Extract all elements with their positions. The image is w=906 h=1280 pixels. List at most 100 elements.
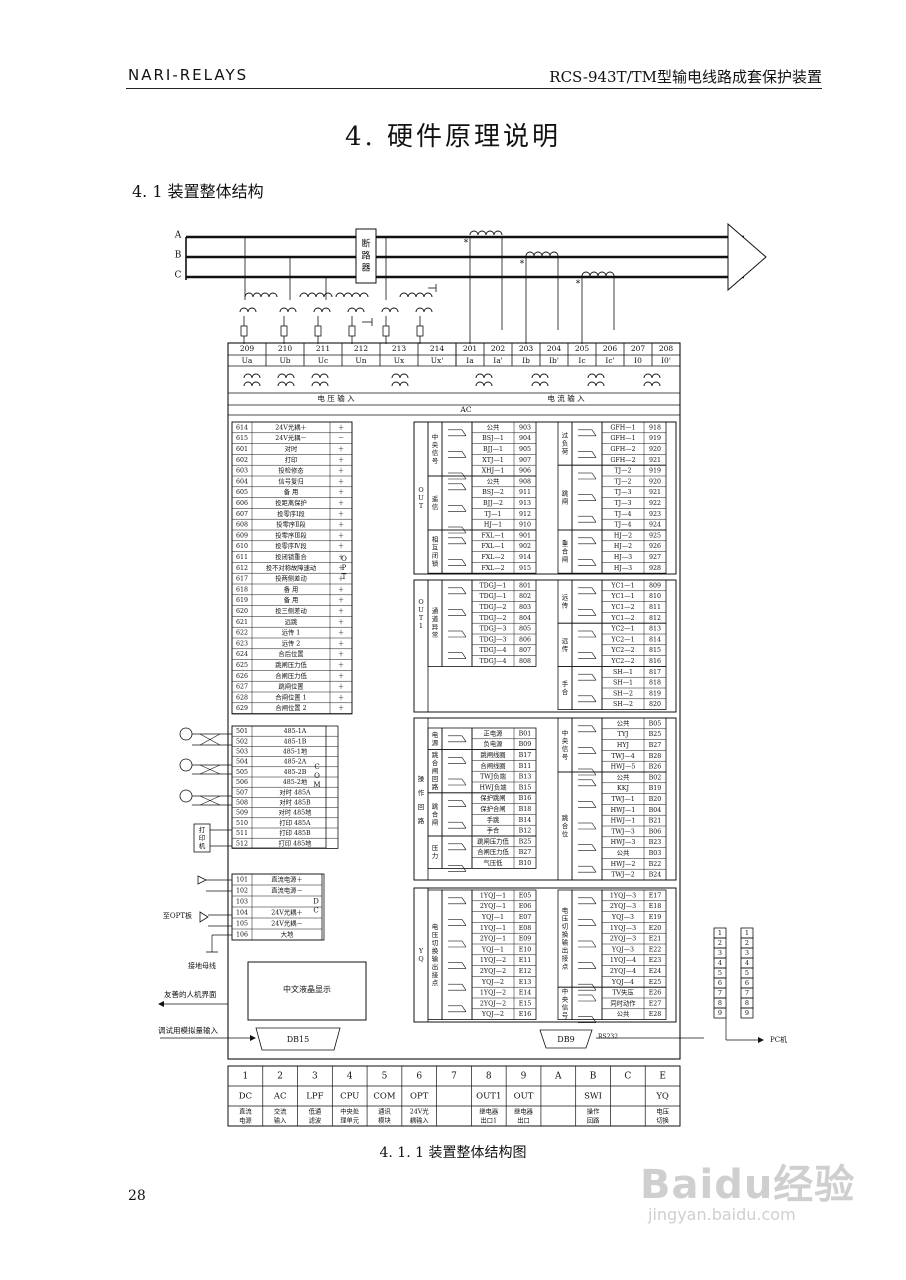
ac-vt xyxy=(277,373,295,379)
ct-coil xyxy=(541,251,559,257)
dc-label: C xyxy=(313,907,318,915)
opt-table-cell: 617 xyxy=(236,576,248,583)
vt-secondary xyxy=(313,307,331,313)
out-label: U xyxy=(418,494,424,502)
yq-left-group-label: 切 xyxy=(432,939,439,947)
out1-right-table-cell: YC2—2 xyxy=(610,647,634,654)
header-right: RCS-943T/TM型输电线路成套保护装置 xyxy=(549,68,822,86)
v-term-num: 213 xyxy=(392,344,407,353)
out1-left-contact xyxy=(461,609,467,616)
swi-left-contact xyxy=(461,735,467,742)
yq-right-group-label: 电 xyxy=(562,906,569,915)
opt-table-cell: ＋ xyxy=(338,564,344,572)
ac-vt xyxy=(391,381,409,387)
swi-right-table-cell: B24 xyxy=(649,872,662,879)
com-twist xyxy=(199,764,221,775)
swi-right-table-cell: 公共 xyxy=(617,718,630,727)
yq-right-table-cell: E23 xyxy=(649,957,662,964)
yq-right-group-label: 换 xyxy=(562,930,569,939)
dc-table-cell: 大地 xyxy=(281,930,294,939)
out-right-group-label: 闸 xyxy=(562,498,569,506)
swi-right-table-cell: B04 xyxy=(649,807,662,814)
out1-right-table-cell: YC2—1 xyxy=(610,636,634,643)
swi-left-table-cell: B27 xyxy=(519,849,532,856)
swi-left-contact xyxy=(461,778,467,786)
out-left-table-cell: BSJ—1 xyxy=(482,435,504,442)
i-term-num: 205 xyxy=(575,344,590,353)
yq-left-contact xyxy=(461,984,467,991)
db9-pin: 8 xyxy=(718,999,722,1007)
com-table-cell: 509 xyxy=(236,810,248,817)
ac-vt xyxy=(311,381,329,387)
opt-table-cell: ＋ xyxy=(338,618,344,626)
vt-coil xyxy=(299,292,317,298)
lcd-label: 中文液晶显示 xyxy=(283,984,331,994)
slot-number: 2 xyxy=(277,1072,283,1082)
out-right-table-cell: 921 xyxy=(649,457,661,464)
out-right-contact xyxy=(591,472,597,480)
out-label: T xyxy=(419,502,424,510)
out-right-contact xyxy=(591,494,597,501)
yq-right-group-label: 出 xyxy=(562,946,569,955)
slot-number: B xyxy=(590,1072,597,1082)
swi-left-table-cell: B16 xyxy=(519,795,532,802)
watermark-url: jingyan.baidu.com xyxy=(648,1205,796,1224)
yq-left-table-cell: YQJ—2 xyxy=(481,1011,504,1018)
com-table-cell: 504 xyxy=(236,759,248,766)
yq-left-table-cell: 2YQJ—1 xyxy=(480,936,506,943)
yq-right-contact xyxy=(591,994,597,1002)
swi-left-table-cell: HWJ负端 xyxy=(479,782,507,791)
swi-right-table-cell: B28 xyxy=(649,753,662,760)
out-right-contact xyxy=(591,559,597,566)
fuse-0 xyxy=(240,325,248,337)
dc-plug xyxy=(197,875,207,885)
slot-desc: 出口1 xyxy=(480,1116,497,1125)
yq-right-group-label: 点 xyxy=(562,963,569,971)
opt-table-cell: 627 xyxy=(236,684,248,691)
swi-right-contact xyxy=(591,822,597,830)
out-right-table-cell: 925 xyxy=(649,532,661,539)
yq-right-table-cell: E25 xyxy=(649,979,662,986)
yq-left-group-label: 电 xyxy=(432,922,439,931)
yq-left-table-cell: E10 xyxy=(519,946,532,953)
yq-right-table-cell: TV失压 xyxy=(612,988,634,997)
ac-ct xyxy=(643,373,661,379)
yq-right-table-cell: E28 xyxy=(649,1011,662,1018)
opt-table-cell: ＋ xyxy=(338,477,344,485)
opt-table-cell: 投两侧差动 xyxy=(275,574,306,583)
yq-left-table-cell: E11 xyxy=(519,957,532,964)
swi-left-table-cell: 手跳 xyxy=(487,815,500,824)
out-right-table-cell: GFH—1 xyxy=(610,424,635,431)
swi-label-box xyxy=(413,717,429,881)
com-label: O xyxy=(314,772,320,780)
swi-right-table-cell: TWJ—1 xyxy=(611,796,635,803)
fuse-5 xyxy=(416,325,424,337)
yq-left-group-label: 出 xyxy=(432,962,439,971)
slot-code: COM xyxy=(373,1092,395,1102)
yq-left-table-cell: YQJ—2 xyxy=(481,979,504,986)
opt-table-cell: 打印 xyxy=(285,455,298,464)
out-left-table-cell: 914 xyxy=(519,554,531,561)
slot-desc: 操作 xyxy=(587,1107,600,1116)
yq-left-table-cell: 1YQJ—1 xyxy=(480,892,506,899)
out-left-table-cell: 905 xyxy=(519,446,531,453)
swi-right-contact-box xyxy=(571,771,603,881)
ct-coil xyxy=(485,230,503,236)
slot-desc: 输入 xyxy=(274,1116,287,1125)
opt-table-cell: 合闸位置 2 xyxy=(275,703,306,712)
out-left-table-cell: XHJ—1 xyxy=(482,468,505,475)
yq-right-group-label: 信 xyxy=(562,1002,569,1011)
yq-left-table-cell: 1YQJ—2 xyxy=(480,957,506,964)
opt-table-cell: 609 xyxy=(236,532,248,539)
out-label: O xyxy=(418,486,423,494)
out-right-table-cell: HJ—3 xyxy=(614,554,632,561)
com-label: M xyxy=(313,781,320,789)
out1-right-contact xyxy=(591,652,597,659)
printer-label: 机 xyxy=(199,841,206,850)
swi-left-group-label: 合 xyxy=(432,809,439,818)
slot-number: 5 xyxy=(382,1072,388,1082)
out-right-contact xyxy=(591,451,597,458)
swi-left-table-cell: B14 xyxy=(519,817,532,824)
out-right-contact-box xyxy=(571,464,603,531)
out1-left-contact-box xyxy=(441,579,473,667)
